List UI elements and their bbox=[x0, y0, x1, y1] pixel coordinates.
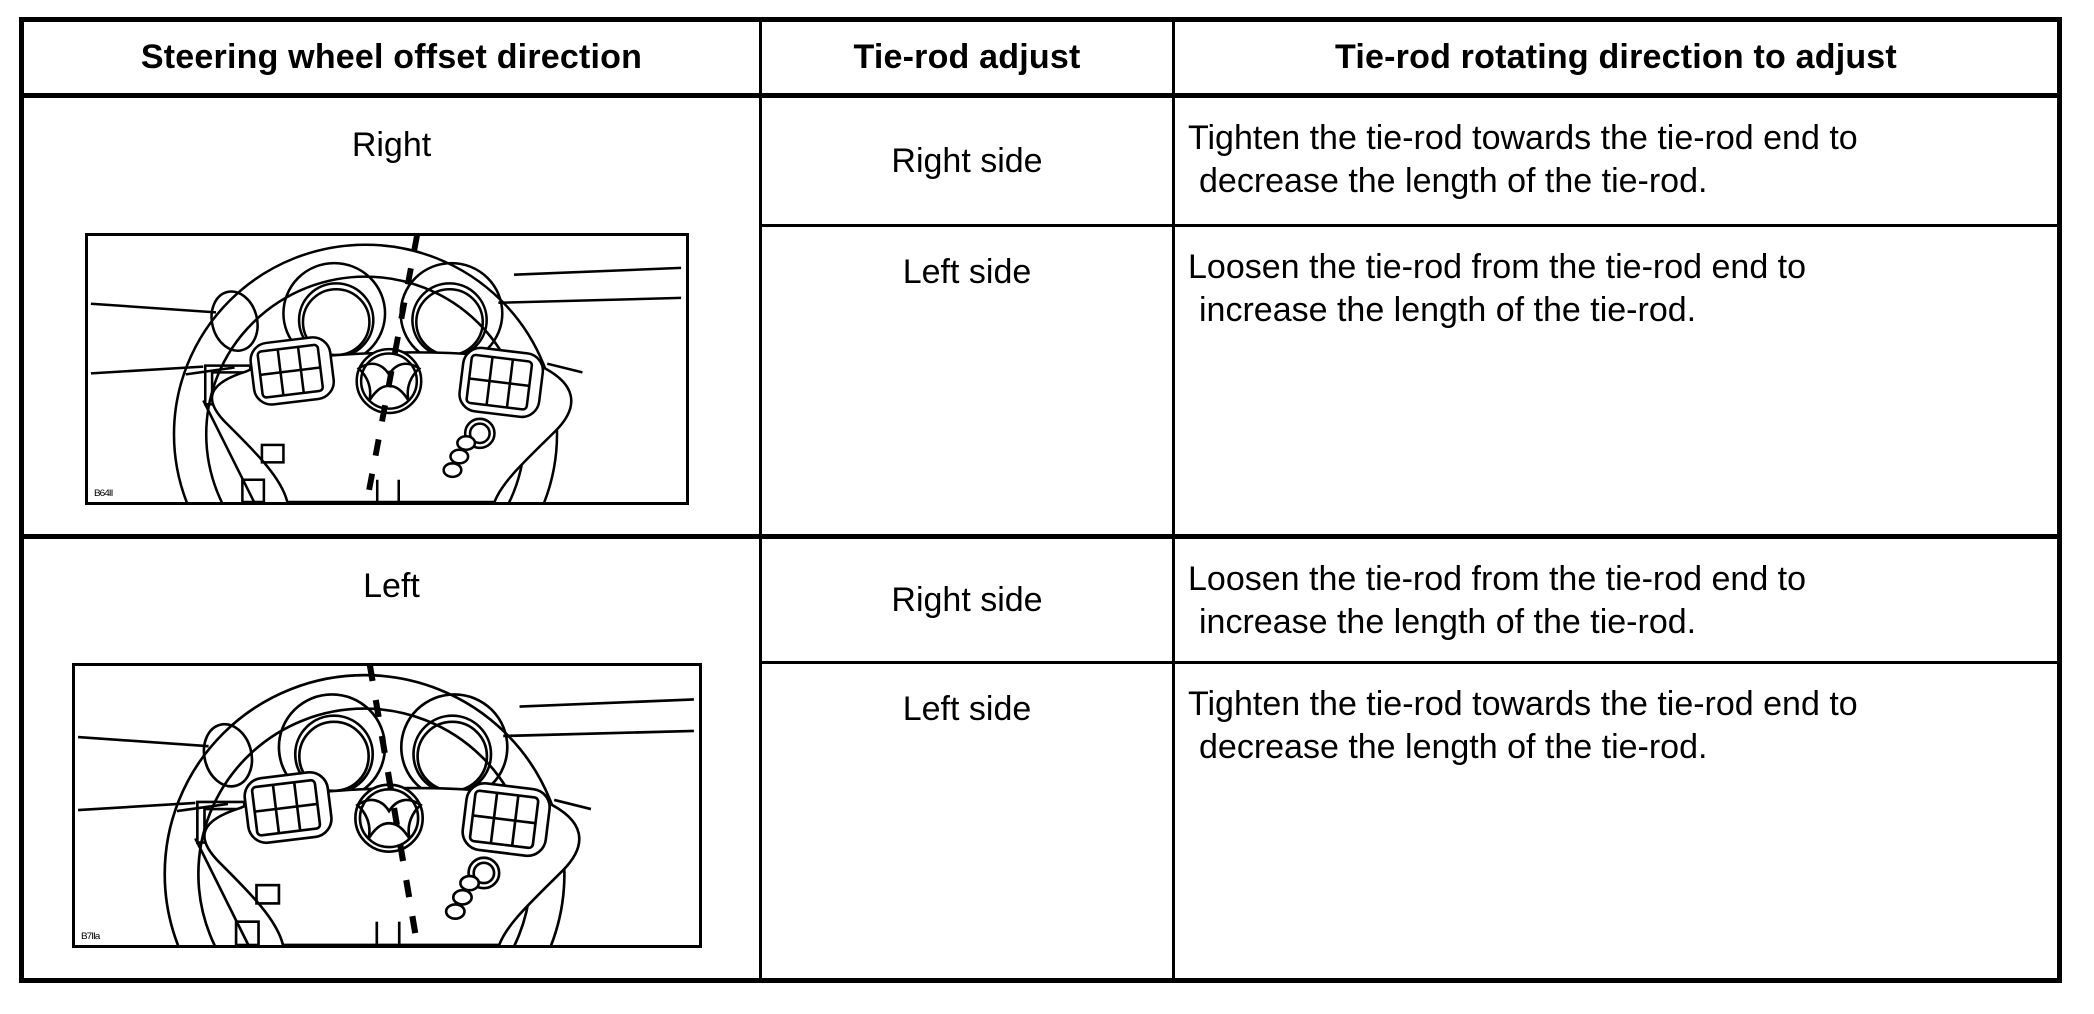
cell-rotation-instruction: Tighten the tie-rod towards the tie-rod … bbox=[1175, 98, 2057, 227]
cell-tie-rod-side: Right side bbox=[762, 539, 1175, 664]
header-steering-wheel-offset-direction: Steering wheel offset direction bbox=[24, 22, 762, 98]
side-label: Left side bbox=[902, 690, 1032, 728]
offset-direction-label: Left bbox=[363, 567, 420, 605]
cell-rotation-instruction: Tighten the tie-rod towards the tie-rod … bbox=[1175, 664, 2057, 978]
steering-wheel-illustration bbox=[89, 236, 683, 502]
header-tie-rod-adjust: Tie-rod adjust bbox=[762, 22, 1175, 98]
figure-code: B7IIa bbox=[81, 931, 100, 942]
instruction-line: decrease the length of the tie-rod. bbox=[1199, 728, 1708, 766]
cell-rotation-instruction: Loosen the tie-rod from the tie-rod end … bbox=[1175, 539, 2057, 664]
cell-tie-rod-side: Left side bbox=[762, 664, 1175, 978]
figure-code: B64II bbox=[94, 488, 113, 499]
header-label: Steering wheel offset direction bbox=[140, 38, 643, 76]
side-label: Right side bbox=[891, 141, 1043, 180]
instruction-line: increase the length of the tie-rod. bbox=[1199, 291, 1697, 329]
wheel-centerline-dashed bbox=[366, 666, 421, 945]
steering-wheel-figure-left-offset: B7IIa bbox=[72, 663, 702, 948]
cell-offset-direction-left: Left B7IIa bbox=[24, 539, 762, 978]
cell-rotation-instruction: Loosen the tie-rod from the tie-rod end … bbox=[1175, 227, 2057, 539]
instruction-line: Tighten the tie-rod towards the tie-rod … bbox=[1188, 685, 1858, 723]
header-label: Tie-rod rotating direction to adjust bbox=[1335, 38, 1897, 76]
steering-wheel-illustration bbox=[76, 666, 696, 945]
instruction-line: Loosen the tie-rod from the tie-rod end … bbox=[1188, 560, 1807, 598]
side-label: Right side bbox=[891, 580, 1043, 619]
cell-tie-rod-side: Right side bbox=[762, 98, 1175, 227]
instruction-line: increase the length of the tie-rod. bbox=[1199, 603, 1697, 641]
instruction-line: Tighten the tie-rod towards the tie-rod … bbox=[1188, 119, 1858, 157]
instruction-line: Loosen the tie-rod from the tie-rod end … bbox=[1188, 248, 1807, 286]
wheel-centerline-dashed bbox=[363, 236, 420, 502]
steering-wheel-figure-right-offset: B64II bbox=[85, 233, 689, 505]
cell-tie-rod-side: Left side bbox=[762, 227, 1175, 539]
tie-rod-adjustment-table: Steering wheel offset direction Tie-rod … bbox=[19, 17, 2062, 983]
header-tie-rod-rotating-direction: Tie-rod rotating direction to adjust bbox=[1175, 22, 2057, 98]
instruction-line: decrease the length of the tie-rod. bbox=[1199, 162, 1708, 200]
cell-offset-direction-right: Right bbox=[24, 98, 762, 539]
offset-direction-label: Right bbox=[351, 126, 432, 164]
header-label: Tie-rod adjust bbox=[853, 38, 1081, 76]
side-label: Left side bbox=[902, 253, 1032, 291]
